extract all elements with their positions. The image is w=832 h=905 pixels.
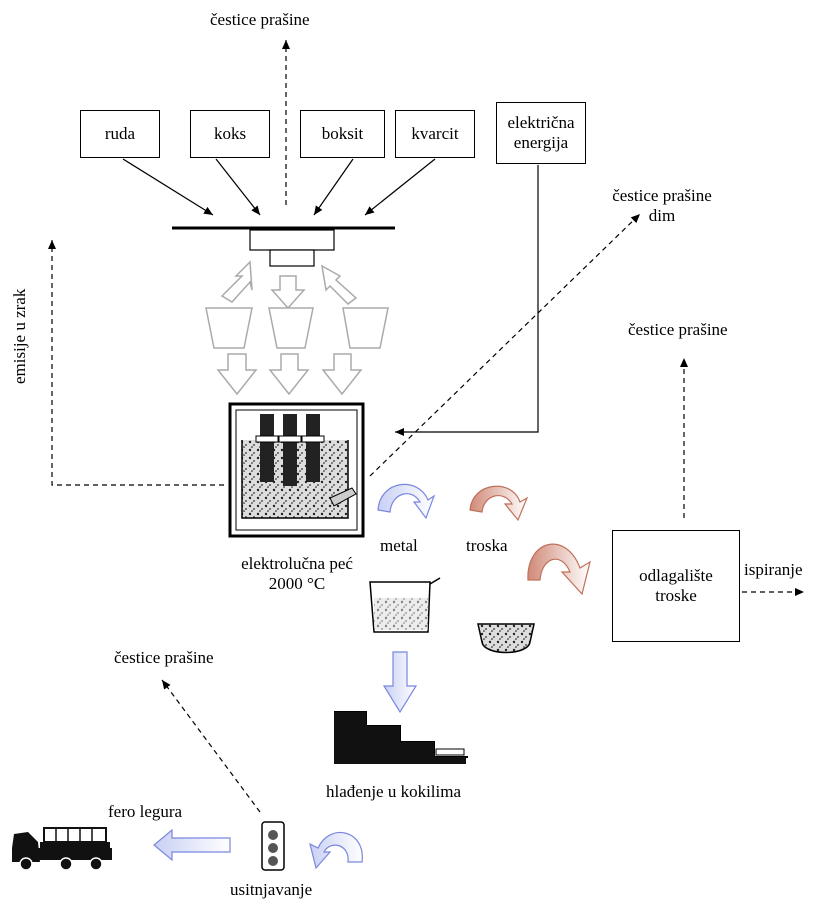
metal-ladle-fill <box>374 598 428 630</box>
slag-pot <box>477 623 535 654</box>
label-top-dust: čestice prašine <box>210 10 310 29</box>
arrow-kvarcit <box>364 158 436 216</box>
arrow-air-emissions <box>48 240 224 486</box>
truck-icon <box>12 827 112 871</box>
energy-line <box>395 165 539 436</box>
input-electric-energy: električna energija <box>496 102 586 164</box>
slag-dump-label-1: odlagalište <box>639 566 713 585</box>
dust-smoke-line1: čestice prašine <box>612 186 712 205</box>
arrow-crusher-dust <box>161 679 261 813</box>
slag-dump-box: odlagalište troske <box>612 530 740 642</box>
label-ferroalloy: fero legura <box>108 802 183 821</box>
slag-curve-arrow-2 <box>527 543 591 596</box>
dust-smoke-line2: dim <box>648 206 676 225</box>
label-crushing: usitnjavanje <box>230 880 313 899</box>
input-koks: koks <box>190 110 270 158</box>
casting-molds <box>334 711 468 764</box>
slag-curve-arrow-1 <box>469 485 529 522</box>
input-kvarcit-label: kvarcit <box>411 124 459 143</box>
input-ruda: ruda <box>80 110 160 158</box>
arrow-koks <box>215 158 261 216</box>
input-boksit-label: boksit <box>321 124 364 143</box>
feed-arrows-row1 <box>220 260 358 310</box>
furnace-label-1: elektrolučna peć <box>241 554 353 573</box>
arrow-boksit <box>313 158 354 216</box>
label-air-emissions: emisije u zrak <box>10 288 29 384</box>
arrow-to-molds <box>382 651 418 714</box>
hopper-funnel <box>249 229 335 251</box>
feed-arrows-row3 <box>216 353 363 396</box>
input-koks-label: koks <box>213 124 247 143</box>
label-bottom-dust: čestice prašine <box>114 648 214 667</box>
arrow-to-truck <box>153 828 231 862</box>
label-right-dust: čestice prašine <box>628 320 728 339</box>
energy-label-2: energija <box>513 133 569 152</box>
feed-cups <box>205 307 389 349</box>
hopper-outlet <box>269 249 315 267</box>
arrow-ruda <box>122 158 214 216</box>
metal-curve-arrow <box>377 483 436 520</box>
input-boksit: boksit <box>300 110 385 158</box>
energy-label-1: električna <box>507 113 575 132</box>
ladle-spout <box>429 577 441 585</box>
label-dust-smoke: čestice prašine dim <box>592 186 732 226</box>
input-ruda-label: ruda <box>104 124 136 143</box>
label-metal: metal <box>380 536 418 555</box>
arrow-dust-smoke <box>369 213 641 477</box>
input-kvarcit: kvarcit <box>395 110 475 158</box>
crusher-feed-arrow <box>309 831 363 870</box>
furnace-label-2: 2000 °C <box>268 574 326 593</box>
label-cooling: hlađenje u kokilima <box>326 782 462 801</box>
furnace-electrodes <box>260 414 320 486</box>
slag-dump-label-2: troske <box>655 586 697 605</box>
label-slag: troska <box>466 536 508 555</box>
electrode-clamps <box>255 435 325 443</box>
label-leaching: ispiranje <box>744 560 803 579</box>
furnace-label: elektrolučna peć 2000 °C <box>212 554 382 594</box>
tap-spout <box>329 487 357 507</box>
